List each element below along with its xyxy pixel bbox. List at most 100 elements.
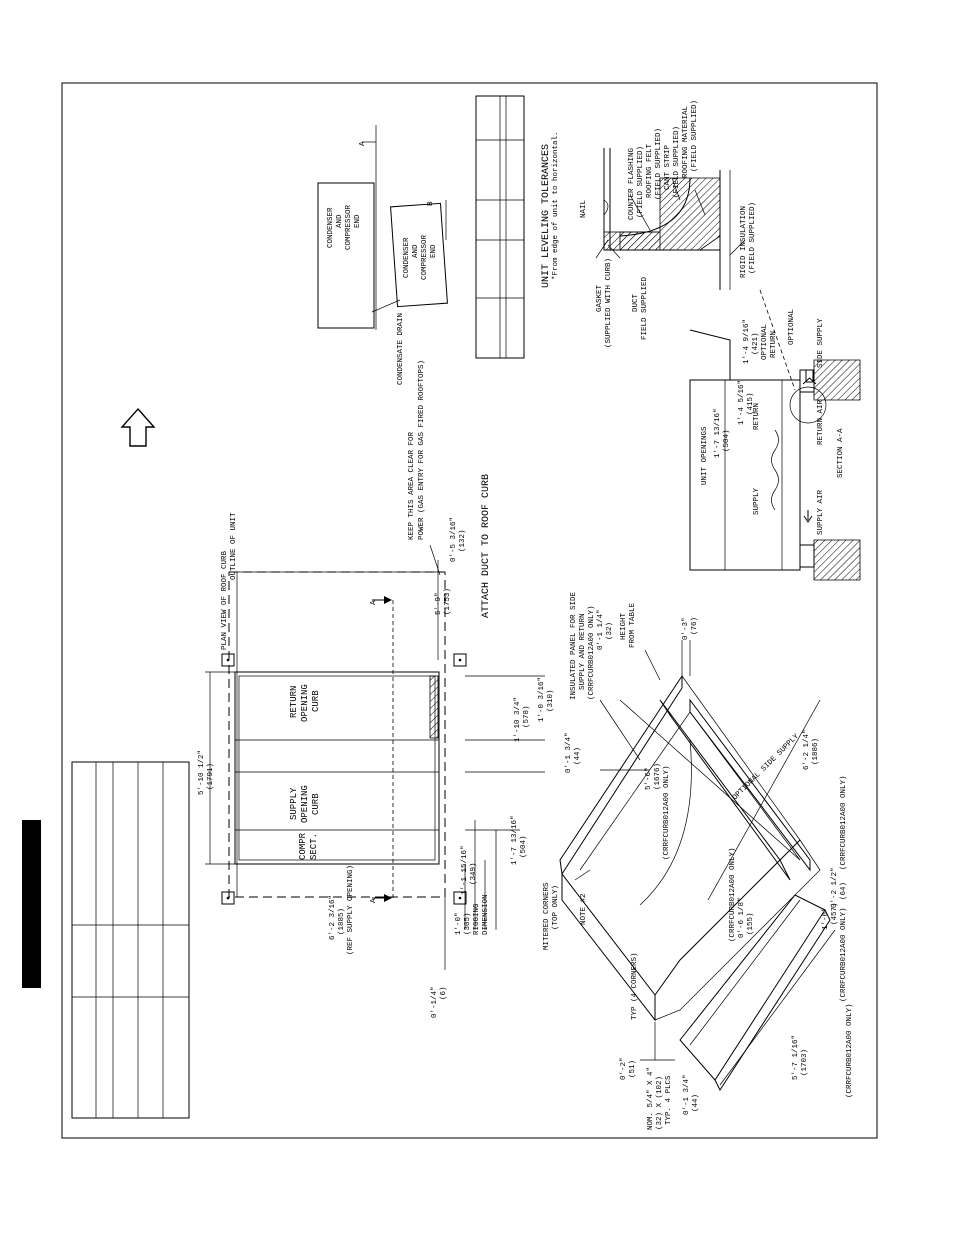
typ-4-corners: TYP (4 CORNERS)	[631, 952, 639, 1020]
mitered-corners-1: MITERED CORNERS	[543, 882, 551, 950]
cant-strip-2: (FIELD SUPPLIED)	[673, 126, 681, 198]
airflow-arrow-icon	[120, 407, 156, 447]
level-b-label: B	[427, 201, 435, 206]
rigging-label-1: RIGGING	[473, 903, 481, 935]
flashing-text: NAIL COUNTER FLASHING (FIELD SUPPLIED) R…	[580, 100, 757, 348]
dim-0-5: 0'-5 3/16"	[450, 517, 458, 562]
crrf-only-d: (CRRFCURB012A00 ONLY)	[729, 847, 737, 942]
dim-0-2-half: 0'-2 1/2"	[831, 867, 839, 908]
dim-0-6-mm: (155)	[747, 912, 755, 935]
dim-6-2: 6'-2 1/4"	[803, 729, 811, 770]
unit-outline	[228, 571, 446, 898]
crrf-only-b: (CRRFCURB012A00 ONLY)	[840, 775, 848, 870]
nom-2: (32) X (102)	[656, 1076, 664, 1130]
leveling-title: UNIT LEVELING TOLERANCES	[541, 144, 552, 288]
dim-rigging: 1'-0"	[455, 912, 463, 935]
dim-0-1-quarter-mm: (32)	[606, 622, 614, 640]
roofing-felt-1: ROOFING FELT	[646, 143, 654, 198]
mitered-corners-2: (TOP ONLY)	[552, 885, 560, 930]
dim-rigging-mm: (305)	[464, 912, 472, 935]
dim-quarter: 0'-1/4"	[431, 986, 439, 1018]
crrf-only-a: (CRRFCURB012A00 ONLY)	[663, 765, 671, 860]
supply-label: SUPPLY	[753, 487, 761, 515]
dim-0-3-mm: (76)	[691, 617, 699, 635]
section-a-top: A	[370, 600, 378, 605]
rigid-insulation-1: RIGID INSULATION	[740, 206, 748, 278]
condenser-end-1d: END	[354, 214, 362, 228]
dim-1-0-mm: (310)	[547, 689, 555, 712]
attach-duct-label: ATTACH DUCT TO ROOF CURB	[481, 474, 492, 618]
return-label: RETURN	[753, 403, 761, 430]
duct-2: FIELD SUPPLIED	[641, 276, 649, 340]
compr-sect-label-2: SECT.	[309, 833, 319, 860]
section-a-bottom: A	[370, 898, 378, 903]
gasket-2: (SUPPLIED WITH CURB)	[605, 258, 613, 348]
dim-1-0: 1'-0 3/16"	[538, 677, 546, 722]
supply-opening-label-3: CURB	[311, 793, 321, 815]
compr-sect-label-1: COMPR	[298, 832, 308, 860]
condenser-end-2a: CONDENSER	[403, 237, 411, 278]
return-air-label: RETURN AIR	[817, 399, 825, 445]
section-dim-a: 1'-7 13/16"	[714, 408, 722, 458]
dim-5-7-mm: (1703)	[801, 1049, 809, 1076]
dimension-table-left	[71, 761, 190, 1119]
condenser-end-1a: CONDENSER	[327, 207, 335, 248]
dim-1-6: 1'-6"	[822, 907, 830, 930]
curb-outline	[234, 671, 440, 865]
level-a-label: A	[359, 141, 367, 146]
dim-length: 5'-9"	[435, 592, 443, 615]
crrf-only-e: (CRRFCURB012A00 ONLY)	[840, 907, 848, 1002]
dim-width: 5'-10 1/2"	[198, 750, 206, 795]
condenser-end-2c: COMPRESSOR	[421, 234, 429, 280]
leveling-diagram	[317, 125, 448, 330]
gasket-1: GASKET	[596, 284, 604, 312]
side-tab	[22, 820, 41, 988]
supply-air-label: SUPPLY AIR	[817, 489, 825, 535]
dim-0-5-mm: (132)	[459, 529, 467, 552]
curb-isometric-view	[559, 640, 836, 1092]
insulated-panel-3: (CRRFCURB012A00 ONLY)	[588, 605, 596, 700]
dim-5-7: 5'-7 1/16"	[792, 1035, 800, 1080]
section-text: SECTION A-A UNIT OPENINGS SUPPLY SUPPLY …	[701, 308, 845, 535]
hatched-gas-entry	[429, 675, 439, 739]
dim-5-6-mm: (1676)	[654, 763, 662, 790]
nail-label: NAIL	[580, 199, 588, 218]
return-opening-label-1: RETURN	[289, 686, 299, 718]
keep-clear-label-1: KEEP THIS AREA CLEAR FOR	[408, 431, 416, 540]
rigid-insulation-2: (FIELD SUPPLIED)	[749, 202, 757, 274]
iso-view-text: INSULATED PANEL FOR SIDE SUPPLY AND RETU…	[543, 591, 854, 1130]
leveling-subtitle: *From edge of unit to horizontal.	[552, 131, 560, 280]
dim-1-11: 1'-1 15/16"	[461, 845, 469, 895]
dim-length-mm: (1753)	[444, 588, 452, 615]
roofing-felt-2: (FIELD SUPPLIED)	[655, 128, 663, 200]
dim-supply-opening: 6'-2 3/16"	[329, 895, 337, 940]
section-dim-c-mm: (421)	[752, 332, 760, 355]
dim-1-10-mm: (578)	[523, 705, 531, 728]
supply-opening-label-2: OPENING	[300, 785, 310, 823]
section-dim-b: 1'-4 5/16"	[738, 380, 746, 425]
crrf-only-c: (CRRFCURB012A00 ONLY)	[846, 1003, 854, 1098]
unit-openings-label: UNIT OPENINGS	[701, 426, 709, 485]
dim-6-2-mm: (1886)	[812, 738, 820, 765]
nom-3: TYP. 4 PLCS	[665, 1075, 673, 1125]
condenser-end-2b: AND	[412, 244, 420, 258]
dim-1-7-mm: (504)	[520, 835, 528, 858]
counter-flashing-2: (FIELD SUPPLIED)	[637, 146, 645, 218]
dim-1-7: 1'-7 13/16"	[511, 815, 519, 865]
cant-strip-1: CANT STRIP	[664, 144, 672, 190]
flashing-detail	[595, 148, 746, 290]
insulated-panel-2: SUPPLY AND RETURN	[579, 613, 587, 690]
dim-0-1-quarter: 0'-1 1/4"	[597, 609, 605, 650]
keep-clear-label-2: POWER (GAS ENTRY FOR GAS FIRED ROOFTOPS)	[418, 360, 426, 540]
ref-supply-opening: (REF SUPPLY OPENING)	[347, 865, 355, 955]
dim-0-1-34-top: 0'-1 3/4"	[565, 732, 573, 773]
optional-return-2: RETURN	[770, 331, 778, 358]
dim-0-1-34-top-mm: (44)	[574, 747, 582, 765]
dim-0-3: 0'-3"	[682, 617, 690, 640]
insulated-panel-1: INSULATED PANEL FOR SIDE	[570, 591, 578, 700]
leveling-tolerance-table	[475, 95, 525, 359]
roofing-material-1: ROOFING MATERIAL	[682, 105, 690, 178]
section-dim-a-mm: (504)	[723, 429, 731, 452]
optional-side-supply-2: SIDE SUPPLY	[817, 318, 825, 368]
